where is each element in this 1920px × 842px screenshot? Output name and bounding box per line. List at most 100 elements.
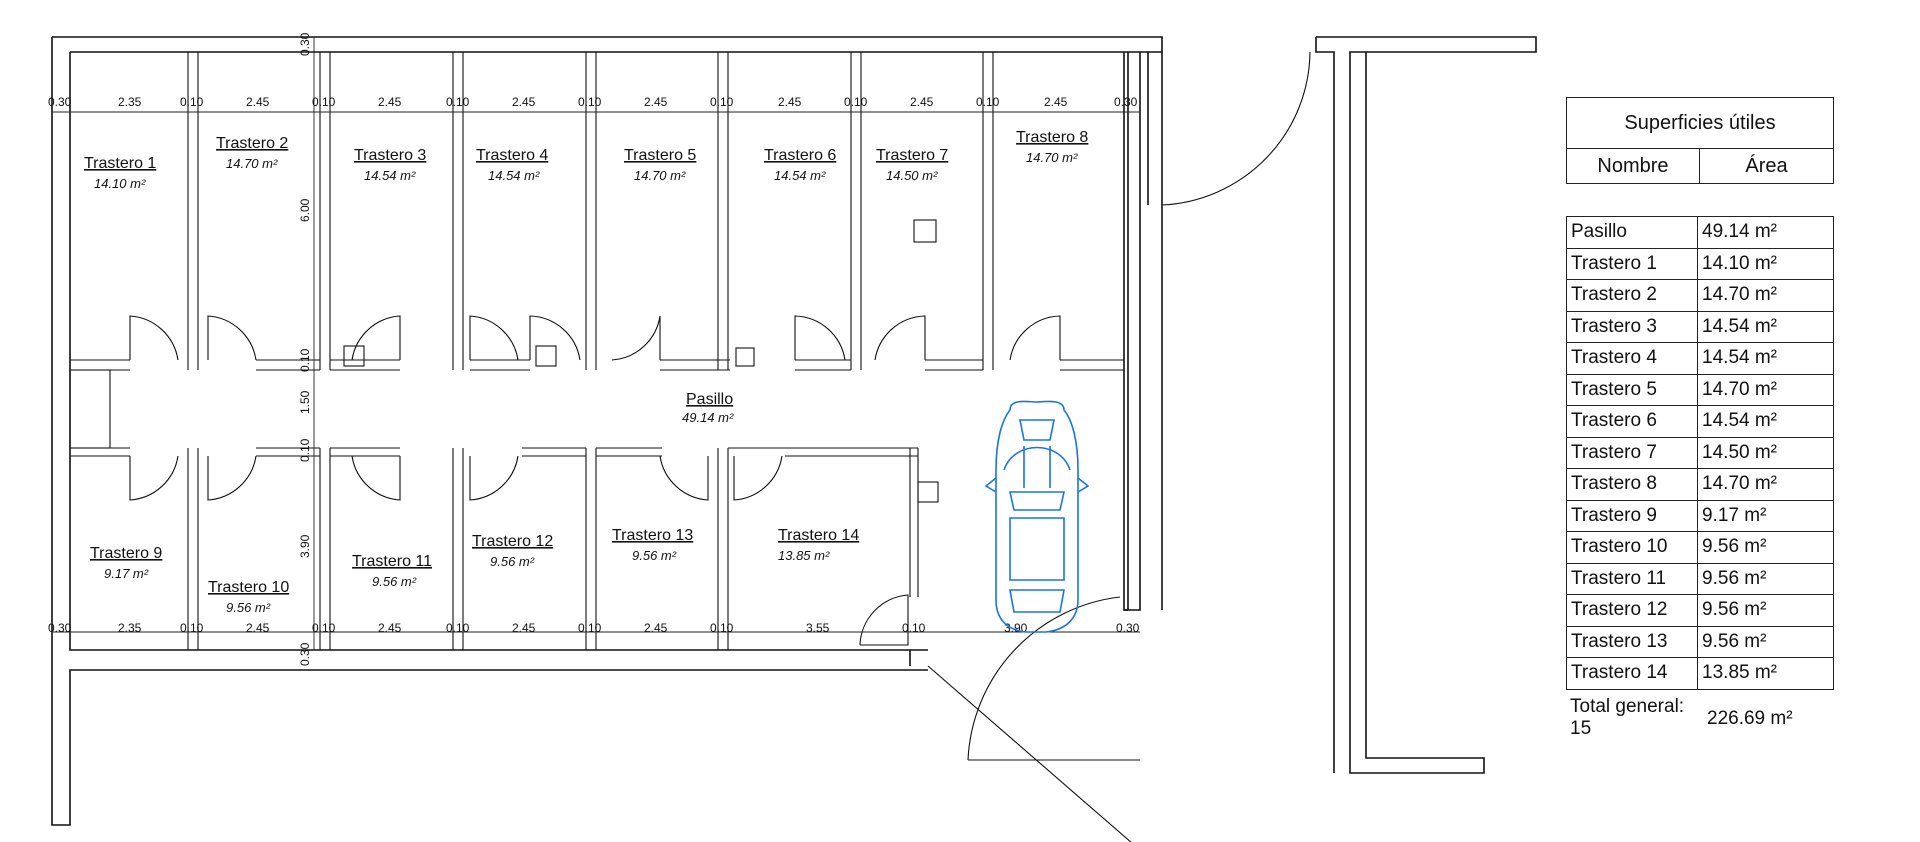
dim-top-10: 0.10 [710, 95, 734, 109]
dim-top-2: 0.10 [180, 95, 204, 109]
row-name: Trastero 6 [1567, 406, 1699, 437]
row-area: 14.70 m² [1702, 284, 1778, 305]
row-area: 9.56 m² [1702, 536, 1767, 557]
dim-bottom-10: 0.10 [710, 621, 734, 635]
room-13-name: Trastero 13 [612, 527, 693, 544]
room-14-area: 13.85 m² [778, 548, 830, 563]
row-area: 13.85 m² [1702, 662, 1778, 683]
total-value: 226.69 m² [1707, 707, 1793, 729]
room-1-area: 14.10 m² [94, 176, 146, 191]
dim-bottom-4: 0.10 [312, 621, 336, 635]
row-name: Trastero 11 [1567, 563, 1699, 594]
room-10-name: Trastero 10 [208, 579, 289, 596]
row-area: 14.54 m² [1702, 410, 1778, 431]
room-9-area: 9.17 m² [104, 566, 149, 581]
lower-partitions [69, 369, 919, 650]
total-label: Total general: 15 [1570, 695, 1685, 739]
room-8-area: 14.70 m² [1026, 150, 1078, 165]
dim-bottom-5: 2.45 [378, 621, 402, 635]
dim-top-5: 2.45 [378, 95, 402, 109]
row-name: Trastero 10 [1567, 532, 1699, 563]
room-5-area: 14.70 m² [634, 168, 686, 183]
fixtures [343, 219, 939, 503]
row-area: 49.14 m² [1702, 221, 1778, 242]
dim-bottom-1: 2.35 [118, 621, 142, 635]
row-name: Trastero 13 [1567, 626, 1699, 657]
column-header-area: Área [1745, 155, 1788, 177]
dim-bottom-8: 0.10 [578, 621, 602, 635]
room-12-area: 9.56 m² [490, 554, 535, 569]
room-1-name: Trastero 1 [84, 155, 156, 172]
dim-top-0: 0.30 [48, 95, 72, 109]
dim-top-8: 0.10 [578, 95, 602, 109]
row-name: Pasillo [1567, 217, 1699, 248]
room-8-name: Trastero 8 [1016, 129, 1088, 146]
dim-bottom-3: 2.45 [246, 621, 270, 635]
row-area: 9.56 m² [1702, 630, 1767, 652]
dim-bottom-11: 3.55 [806, 621, 830, 635]
dim-bottom-9: 2.45 [644, 621, 668, 635]
row-name: Trastero 3 [1567, 311, 1699, 342]
dimension-lines [52, 37, 1140, 650]
room-7-name: Trastero 7 [876, 147, 948, 164]
row-name: Trastero 14 [1567, 658, 1699, 689]
row-name: Trastero 1 [1567, 248, 1699, 279]
dim-top-6: 0.10 [446, 95, 470, 109]
row-name: Trastero 4 [1567, 343, 1699, 374]
corridor-area: 49.14 m² [682, 410, 734, 425]
upper-partitions [70, 52, 1124, 371]
row-area: 14.70 m² [1702, 473, 1778, 494]
row-area: 9.56 m² [1702, 567, 1767, 589]
room-4-name: Trastero 4 [476, 147, 548, 164]
bottom-dims: 0.30 2.35 0.10 2.45 0.10 2.45 0.10 2.45 … [48, 621, 1140, 635]
doors [129, 51, 1311, 842]
dim-vert-6: 0.30 [298, 642, 312, 666]
room-14-name: Trastero 14 [778, 527, 859, 544]
room-3-name: Trastero 3 [354, 147, 426, 164]
top-dims: 0.30 2.35 0.10 2.45 0.10 2.45 0.10 2.45 … [48, 95, 1138, 109]
floor-plan: 0.30 2.35 0.10 2.45 0.10 2.45 0.10 2.45 … [48, 32, 1537, 842]
row-area: 9.56 m² [1702, 599, 1767, 620]
row-name: Trastero 2 [1567, 280, 1699, 311]
table-header-box: Superficies útiles Nombre Área [1566, 97, 1834, 184]
dim-bottom-12: 0.10 [902, 621, 926, 635]
dim-top-16: 0.30 [1114, 95, 1138, 109]
dim-vert-4: 0.10 [298, 438, 312, 462]
row-area: 14.54 m² [1702, 347, 1778, 368]
table-caption: Superficies útiles [1567, 98, 1833, 149]
room-labels: Trastero 1 14.10 m² Trastero 2 14.70 m² … [84, 129, 1088, 615]
dim-bottom-7: 2.45 [512, 621, 536, 635]
room-4-area: 14.54 m² [488, 168, 540, 183]
room-11-area: 9.56 m² [372, 574, 417, 589]
row-area: 14.70 m² [1702, 378, 1778, 400]
row-name: Trastero 8 [1567, 469, 1699, 500]
outer-walls [51, 36, 1537, 826]
dim-vert-0: 0.30 [298, 32, 312, 56]
room-10-area: 9.56 m² [226, 600, 271, 615]
dim-top-4: 0.10 [312, 95, 336, 109]
room-11-name: Trastero 11 [352, 553, 432, 570]
car-icon [984, 400, 1090, 633]
room-2-name: Trastero 2 [216, 135, 288, 152]
column-header-name: Nombre [1567, 149, 1700, 183]
room-3-area: 14.54 m² [364, 168, 416, 183]
table-column-headers: Nombre Área [1567, 149, 1833, 183]
dim-bottom-0: 0.30 [48, 621, 72, 635]
table-total: Total general: 15 226.69 m² [1566, 696, 1834, 740]
dim-top-13: 2.45 [910, 95, 934, 109]
dim-top-1: 2.35 [118, 95, 142, 109]
dim-top-15: 2.45 [1044, 95, 1068, 109]
row-name: Trastero 12 [1567, 595, 1699, 626]
row-name: Trastero 9 [1567, 500, 1699, 531]
room-6-area: 14.54 m² [774, 168, 826, 183]
dim-bottom-13: 3.90 [1004, 621, 1028, 635]
